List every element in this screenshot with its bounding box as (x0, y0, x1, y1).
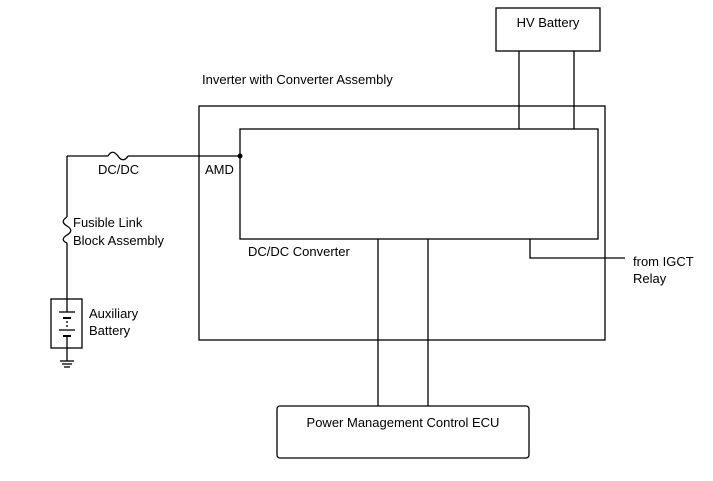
amd-terminal-label: AMD (205, 162, 234, 177)
fusible-link-label-1: Fusible Link (73, 215, 143, 230)
igct-wire (529, 239, 625, 259)
igct-label-2: Relay (633, 271, 667, 286)
dcdc-fuse-label: DC/DC (98, 162, 139, 177)
hv-battery-label: HV Battery (517, 15, 580, 30)
pm-ecu-label: Power Management Control ECU (307, 415, 500, 430)
aux-battery-label-2: Battery (89, 323, 131, 338)
aux-battery-label-1: Auxiliary (89, 306, 139, 321)
fusible-link-label-2: Block Assembly (73, 233, 165, 248)
dcdc-converter-label: DC/DC Converter (248, 244, 351, 259)
pm-ecu-box (276, 405, 530, 459)
inverter-assembly-box (198, 105, 606, 341)
fusible-link-icon (62, 216, 72, 244)
dcdc-fuse-icon (107, 151, 129, 161)
amd-junction-icon (237, 153, 243, 159)
dcdc-converter-box (239, 128, 599, 240)
igct-label-1: from IGCT (633, 254, 694, 269)
inverter-assembly-label: Inverter with Converter Assembly (202, 72, 393, 87)
hv-battery-box (495, 7, 601, 52)
